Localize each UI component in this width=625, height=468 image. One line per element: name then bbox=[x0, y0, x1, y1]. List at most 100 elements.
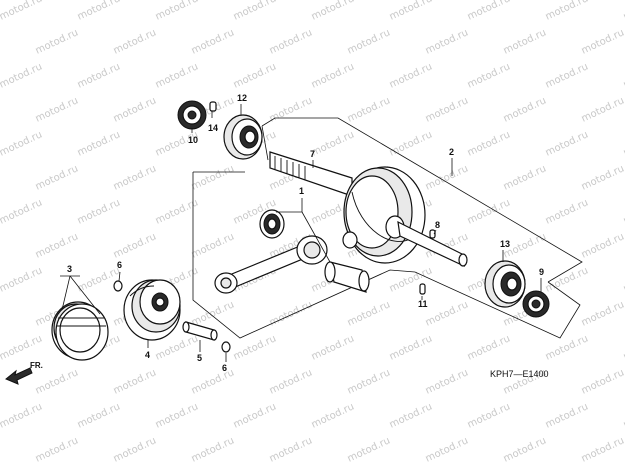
callout-8: 8 bbox=[435, 220, 440, 230]
diagram-code: KPH7—E1400 bbox=[490, 369, 549, 379]
watermark-text: motod.ru bbox=[622, 0, 625, 23]
watermark-text: motod.ru bbox=[346, 27, 392, 56]
watermark-text: motod.ru bbox=[346, 299, 392, 328]
watermark-text: motod.ru bbox=[34, 95, 80, 124]
watermark-text: motod.ru bbox=[112, 27, 158, 56]
watermark-text: motod.ru bbox=[502, 27, 548, 56]
watermark-text: motod.ru bbox=[112, 95, 158, 124]
watermark-text: motod.ru bbox=[232, 61, 278, 90]
watermark-text: motod.ru bbox=[388, 0, 434, 23]
watermark-text: motod.ru bbox=[232, 333, 278, 362]
watermark-text: motod.ru bbox=[544, 333, 590, 362]
watermark-text: motod.ru bbox=[0, 197, 44, 226]
watermark-text: motod.ru bbox=[268, 435, 314, 464]
direction-label: FR. bbox=[30, 361, 43, 370]
watermark-text: motod.ru bbox=[310, 401, 356, 430]
callout-12: 12 bbox=[237, 93, 247, 103]
watermark-text: motod.ru bbox=[34, 435, 80, 464]
watermark-text: motod.ru bbox=[388, 129, 434, 158]
watermark-text: motod.ru bbox=[190, 163, 236, 192]
pin-clip-6-bottom bbox=[221, 341, 231, 353]
crankshaft-2 bbox=[269, 151, 468, 268]
watermark-text: motod.ru bbox=[0, 333, 44, 362]
watermark-text: motod.ru bbox=[310, 129, 356, 158]
watermark-text: motod.ru bbox=[466, 129, 512, 158]
watermark-text: motod.ru bbox=[346, 95, 392, 124]
bearing-13 bbox=[484, 260, 526, 308]
watermark-text: motod.ru bbox=[388, 265, 434, 294]
callout-10: 10 bbox=[188, 135, 198, 145]
drive-gear-top bbox=[177, 100, 207, 130]
watermark-text: motod.ru bbox=[466, 61, 512, 90]
watermark-text: motod.ru bbox=[0, 401, 44, 430]
callout-4: 4 bbox=[145, 350, 150, 360]
watermark-text: motod.ru bbox=[268, 27, 314, 56]
watermark-text: motod.ru bbox=[466, 0, 512, 23]
watermark-text: motod.ru bbox=[346, 435, 392, 464]
watermark-text: motod.ru bbox=[190, 435, 236, 464]
watermark-text: motod.ru bbox=[424, 435, 470, 464]
watermark-text: motod.ru bbox=[112, 231, 158, 260]
watermark-text: motod.ru bbox=[388, 401, 434, 430]
watermark-text: motod.ru bbox=[112, 367, 158, 396]
watermark-text: motod.ru bbox=[190, 231, 236, 260]
crank-pin bbox=[324, 261, 370, 293]
watermark-text: motod.ru bbox=[154, 0, 200, 23]
watermark-text: motod.ru bbox=[424, 367, 470, 396]
watermark-text: motod.ru bbox=[424, 95, 470, 124]
watermark-text: motod.ru bbox=[190, 367, 236, 396]
watermark-text: motod.ru bbox=[154, 401, 200, 430]
watermark-text: motod.ru bbox=[76, 129, 122, 158]
watermark-text: motod.ru bbox=[544, 197, 590, 226]
watermark-text: motod.ru bbox=[190, 299, 236, 328]
piston-rings-3 bbox=[51, 301, 109, 361]
drive-gear-right bbox=[522, 290, 550, 318]
leader-lines bbox=[60, 104, 542, 362]
callout-14: 14 bbox=[208, 123, 218, 133]
watermark-text: motod.ru bbox=[424, 163, 470, 192]
callout-11: 11 bbox=[418, 299, 428, 309]
watermark-text: motod.ru bbox=[34, 163, 80, 192]
watermark-text: motod.ru bbox=[544, 0, 590, 23]
watermark-text: motod.ru bbox=[112, 163, 158, 192]
watermark-text: motod.ru bbox=[580, 27, 625, 56]
needle-bearing bbox=[259, 209, 285, 239]
woodruff-key-8 bbox=[429, 229, 436, 239]
watermark-text: motod.ru bbox=[502, 95, 548, 124]
watermark-text: motod.ru bbox=[580, 231, 625, 260]
pin-11 bbox=[419, 283, 426, 295]
watermark-text: motod.ru bbox=[580, 299, 625, 328]
piston-4 bbox=[123, 279, 181, 341]
watermark-text: motod.ru bbox=[0, 129, 44, 158]
watermark-text: motod.ru bbox=[154, 61, 200, 90]
watermark-text: motod.ru bbox=[580, 367, 625, 396]
watermark-text: motod.ru bbox=[466, 333, 512, 362]
watermark-text: motod.ru bbox=[34, 367, 80, 396]
callout-1: 1 bbox=[299, 186, 304, 196]
callout-5: 5 bbox=[197, 353, 202, 363]
watermark-text: motod.ru bbox=[466, 197, 512, 226]
crankshaft-assembly-outline bbox=[192, 117, 583, 339]
callout-9: 9 bbox=[539, 267, 544, 277]
piston-pin-5 bbox=[182, 321, 218, 341]
watermark-text: motod.ru bbox=[544, 129, 590, 158]
watermark-text: motod.ru bbox=[76, 0, 122, 23]
watermark-text: motod.ru bbox=[580, 435, 625, 464]
watermark-text: motod.ru bbox=[76, 401, 122, 430]
watermark-text: motod.ru bbox=[424, 27, 470, 56]
watermark-text: motod.ru bbox=[310, 333, 356, 362]
watermark-text: motod.ru bbox=[0, 61, 44, 90]
watermark-text: motod.ru bbox=[0, 265, 44, 294]
woodruff-key-14 bbox=[209, 101, 217, 112]
callout-2: 2 bbox=[449, 147, 454, 157]
watermark-text: motod.ru bbox=[388, 61, 434, 90]
watermark-text: motod.ru bbox=[232, 0, 278, 23]
watermark-text: motod.ru bbox=[112, 435, 158, 464]
watermark-text: motod.ru bbox=[580, 163, 625, 192]
callout-6-bottom: 6 bbox=[222, 363, 227, 373]
front-direction-arrow: FR. bbox=[5, 361, 43, 385]
watermark-text: motod.ru bbox=[544, 401, 590, 430]
callout-13: 13 bbox=[500, 239, 510, 249]
watermark-text: motod.ru bbox=[310, 61, 356, 90]
